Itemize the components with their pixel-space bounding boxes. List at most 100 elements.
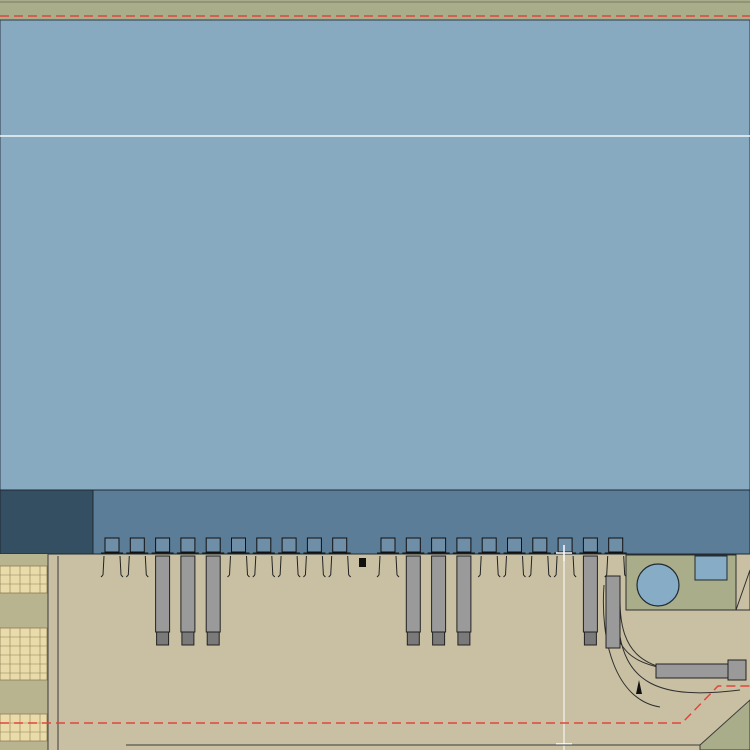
empty-bay-markings: [252, 555, 276, 578]
dock-door: [328, 537, 351, 554]
empty-bay-markings: [100, 555, 124, 578]
empty-bay-markings: [477, 555, 501, 578]
dock-door: [528, 537, 551, 554]
dock-door-frame: [431, 537, 447, 553]
bay-guide-ticks: [503, 574, 526, 578]
bay-guide-lines: [505, 555, 524, 576]
dock-door: [151, 537, 174, 554]
tractor-cab: [457, 631, 471, 646]
survey-cross-top: [556, 545, 572, 561]
bay-guide-lines: [229, 555, 248, 576]
dock-door: [101, 537, 123, 554]
dock-door: [452, 537, 475, 554]
trailer-body: [431, 555, 447, 633]
truck-trailer: [205, 555, 221, 646]
bay-guide-ticks: [328, 574, 352, 578]
bay-guide-lines: [127, 555, 147, 576]
dock-door-frame: [155, 537, 171, 553]
trailer-body: [456, 555, 472, 633]
dock-door-frame: [256, 537, 272, 553]
tractor-cab: [432, 631, 446, 646]
dock-door: [278, 537, 301, 554]
dock-door-frame: [557, 537, 573, 553]
parking-bays: [0, 565, 48, 742]
dock-door-frame: [405, 537, 421, 553]
dock-door: [427, 537, 450, 554]
office-block: [0, 489, 94, 555]
trailer-body: [405, 555, 421, 633]
empty-bay-markings: [303, 555, 326, 578]
truck-trailer: [405, 555, 421, 646]
bay-guide-lines: [555, 555, 575, 576]
empty-bay-markings: [125, 555, 149, 578]
bay-guide-ticks: [528, 574, 552, 578]
bay-guide-ticks: [277, 574, 301, 578]
bay-guide-lines: [279, 555, 299, 576]
dock-door: [478, 537, 501, 554]
empty-bay-markings: [553, 555, 577, 578]
bay-guide-ticks: [100, 574, 124, 578]
trailer-body: [205, 555, 221, 633]
dock-door: [579, 537, 602, 554]
parking-bay-block: [0, 713, 48, 742]
bay-guide-lines: [530, 555, 550, 576]
dock-door-frame: [456, 537, 472, 553]
dock-door-frame: [205, 537, 221, 553]
pump-house: [694, 555, 728, 581]
trailer-body: [582, 555, 598, 633]
dock-door-frame: [481, 537, 497, 553]
tractor-cab: [583, 631, 597, 646]
bay-guide-lines: [254, 555, 274, 576]
warehouse-roof: [0, 19, 750, 491]
truck-trailer: [180, 555, 196, 646]
truck-trailer: [456, 555, 472, 646]
bay-guide-ticks: [227, 574, 250, 578]
truck-trailer: [431, 555, 447, 646]
empty-bay-markings: [328, 555, 352, 578]
dock-door: [227, 537, 250, 554]
water-tank: [636, 563, 680, 607]
empty-bay-markings: [528, 555, 552, 578]
top-landscape-strip: [0, 0, 750, 20]
green-verge: [699, 699, 750, 750]
boundary-line-bottom: [0, 685, 750, 724]
dock-door-frame: [104, 537, 120, 553]
dock-door: [176, 537, 199, 554]
bay-guide-lines: [479, 555, 499, 576]
bay-guide-lines: [304, 555, 324, 576]
bay-guide-ticks: [303, 574, 326, 578]
parking-bay-block: [0, 627, 48, 681]
dock-group-left: [100, 537, 352, 646]
tractor-cab: [156, 631, 170, 646]
dock-door: [604, 537, 627, 554]
dock-door: [126, 537, 149, 554]
dock-door: [503, 537, 526, 554]
dock-door-frame: [582, 537, 598, 553]
empty-bay-markings: [227, 555, 250, 578]
dock-door: [402, 537, 425, 554]
dock-door-frame: [306, 537, 322, 553]
dock-door: [303, 537, 326, 554]
bay-guide-lines: [606, 555, 626, 576]
dock-group-right: [376, 537, 628, 646]
bay-guide-ticks: [376, 574, 400, 578]
manoeuvring-trailer: [605, 575, 747, 681]
direction-arrow: [636, 680, 642, 694]
dock-door-frame: [180, 537, 196, 553]
dock-door: [377, 537, 399, 554]
dock-door-frame: [281, 537, 297, 553]
dock-door-frame: [231, 537, 246, 553]
bay-guide-ticks: [553, 574, 577, 578]
trailer-body: [155, 555, 171, 633]
dock-door-frame: [608, 537, 624, 553]
bollard-marker: [359, 558, 366, 567]
trailer-body: [180, 555, 196, 633]
compound-wedge: [735, 569, 750, 611]
empty-bay-markings: [503, 555, 526, 578]
empty-bay-markings: [376, 555, 400, 578]
bay-guide-lines: [378, 555, 398, 576]
dock-door: [252, 537, 275, 554]
bay-guide-ticks: [125, 574, 149, 578]
truck-trailer: [155, 555, 171, 646]
